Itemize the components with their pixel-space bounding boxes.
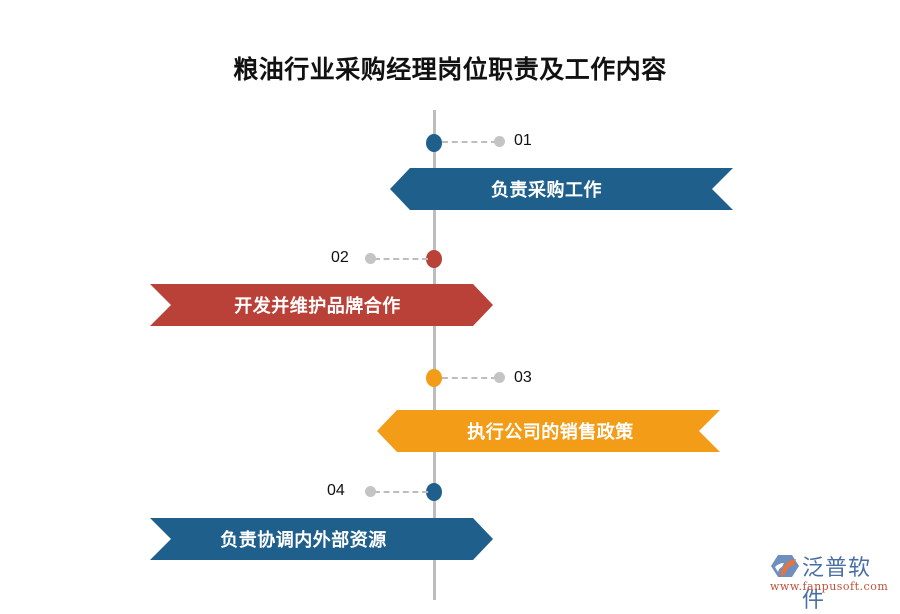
- connector-dot-02: [365, 253, 376, 264]
- step-number-01: 01: [514, 132, 532, 149]
- timeline-node-02: [426, 250, 442, 268]
- step-number-02: 02: [331, 249, 349, 266]
- step-number-03: 03: [514, 369, 532, 386]
- step-label-04: 负责协调内外部资源: [220, 530, 387, 551]
- step-label-01: 负责采购工作: [491, 180, 602, 201]
- fanpu-logo-icon: [771, 555, 799, 577]
- timeline-node-03: [426, 369, 442, 387]
- step-label-02: 开发并维护品牌合作: [234, 296, 401, 317]
- step-banner-01: 负责采购工作: [390, 168, 733, 210]
- step-banner-04: 负责协调内外部资源: [150, 518, 493, 560]
- timeline-node-01: [426, 134, 442, 152]
- connector-line-01: [442, 141, 497, 143]
- brand-logo: 泛普软件 www.fanpusoft.com: [768, 550, 893, 613]
- step-label-03: 执行公司的销售政策: [467, 422, 634, 443]
- logo-url: www.fanpusoft.com: [770, 580, 889, 593]
- connector-line-03: [442, 377, 497, 379]
- page-title: 粮油行业采购经理岗位职责及工作内容: [233, 55, 667, 84]
- step-number-04: 04: [327, 482, 345, 499]
- connector-dot-01: [494, 136, 505, 147]
- connector-dot-03: [494, 372, 505, 383]
- connector-dot-04: [365, 486, 376, 497]
- timeline-node-04: [426, 483, 442, 501]
- step-banner-02: 开发并维护品牌合作: [150, 284, 493, 326]
- connector-line-04: [374, 491, 428, 493]
- timeline-axis: [433, 110, 436, 600]
- step-banner-03: 执行公司的销售政策: [377, 410, 720, 452]
- connector-line-02: [374, 258, 428, 260]
